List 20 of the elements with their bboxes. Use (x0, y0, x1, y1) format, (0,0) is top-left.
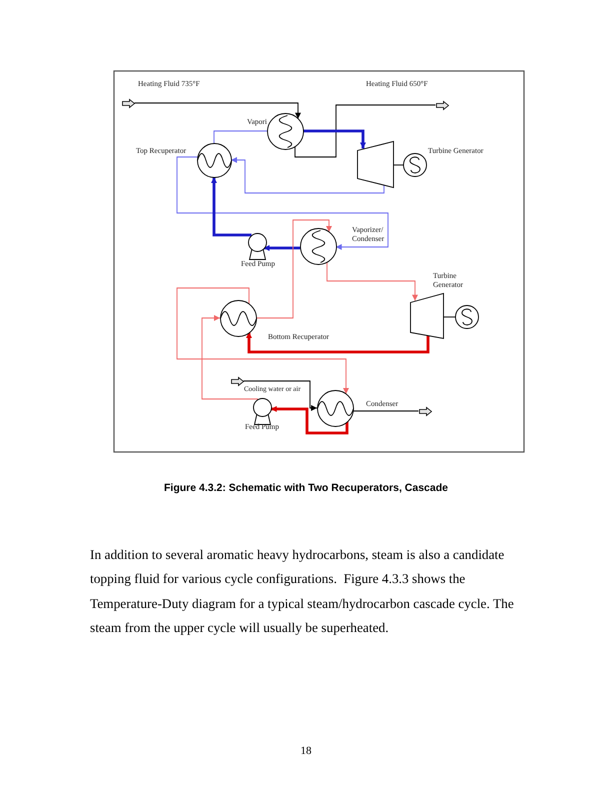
pipe-line (214, 130, 268, 144)
pipe-line (352, 410, 419, 412)
pipe-line (211, 177, 252, 236)
pipe-line (303, 130, 366, 148)
pipe-line (176, 156, 388, 250)
figure-caption: Figure 4.3.2: Schematic with Two Recuperators, Cascade (163, 482, 449, 494)
body-paragraph: In addition to several aromatic heavy hydrocarbons, steam is also a candidate topping fluid for various cycle configurations. Figure 4.3.3 shows the Temperature-Duty diagram for a typical steam/hydrocarbon cascade cycle. The steam from the upper cycle will usually be superheated. (90, 546, 515, 637)
pipe-line (176, 288, 349, 394)
page-number: 18 (300, 745, 312, 757)
pipe-line (202, 315, 258, 400)
pipe-line (256, 220, 332, 318)
pipe-line (243, 380, 318, 411)
pipe-line (246, 332, 430, 354)
pipe-line (230, 157, 384, 194)
pipe-line (442, 316, 456, 318)
pipe-line (270, 406, 348, 434)
pipe-line (264, 245, 300, 251)
pipe-line (326, 261, 418, 302)
pipe-line (134, 102, 301, 120)
pipe-line (294, 104, 436, 158)
